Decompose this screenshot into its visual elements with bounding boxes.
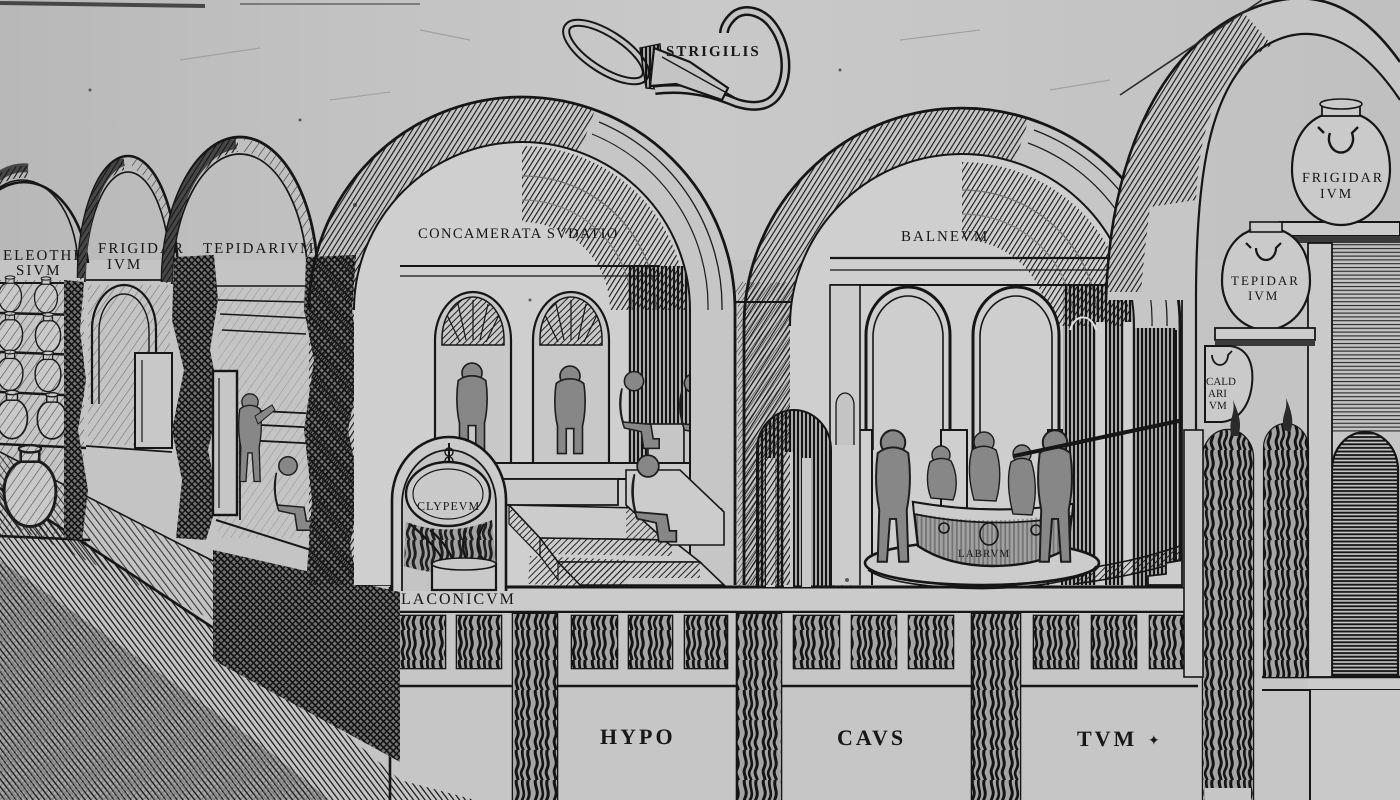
- svg-text:VM: VM: [1209, 400, 1227, 412]
- svg-text:IVM: IVM: [1248, 288, 1279, 303]
- svg-text:FRIGIDAR: FRIGIDAR: [98, 241, 185, 257]
- svg-text:HYPO: HYPO: [600, 724, 676, 749]
- svg-text:ARI: ARI: [1208, 388, 1227, 400]
- svg-text:✦: ✦: [1148, 734, 1160, 749]
- svg-text:CONCAMERATA SVDATIO: CONCAMERATA SVDATIO: [418, 226, 619, 242]
- svg-text:LABRVM: LABRVM: [958, 548, 1010, 560]
- svg-text:CALD: CALD: [1206, 376, 1236, 388]
- svg-text:CLYPEVM: CLYPEVM: [417, 499, 480, 513]
- svg-text:LACONICVM: LACONICVM: [401, 591, 516, 608]
- svg-text:TEPIDAR: TEPIDAR: [1231, 273, 1300, 288]
- svg-text:FRIGIDAR: FRIGIDAR: [1302, 171, 1384, 186]
- svg-text:TVM: TVM: [1077, 726, 1137, 751]
- svg-text:IVM: IVM: [107, 257, 142, 273]
- svg-text:STRIGILIS: STRIGILIS: [666, 44, 761, 60]
- svg-text:TEPIDARIVM: TEPIDARIVM: [203, 241, 316, 257]
- svg-text:BALNEVM: BALNEVM: [901, 229, 989, 245]
- svg-text:IVM: IVM: [1320, 187, 1353, 202]
- svg-text:ELEOTHE: ELEOTHE: [3, 248, 84, 264]
- svg-text:CAVS: CAVS: [837, 725, 906, 750]
- svg-text:SIVM: SIVM: [16, 263, 62, 279]
